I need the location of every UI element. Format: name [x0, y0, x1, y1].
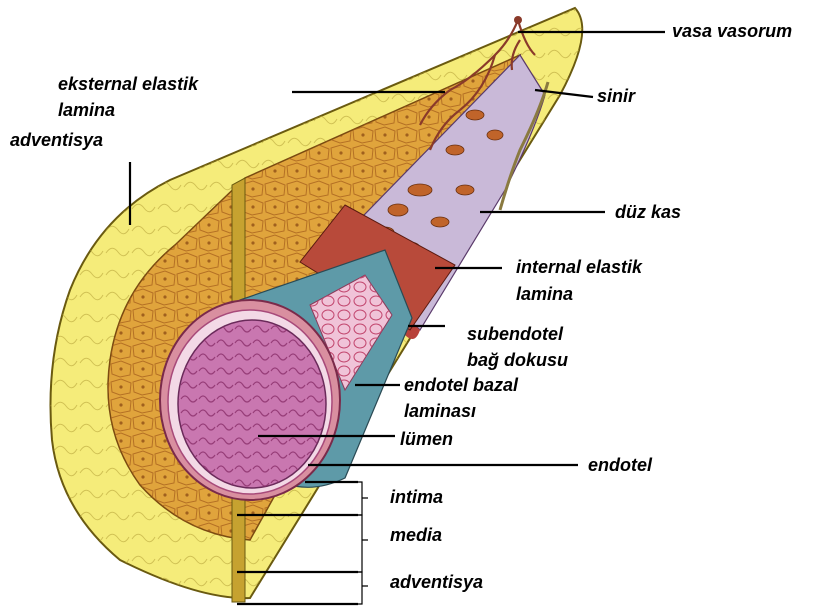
- label-endotel-bazal-2: laminası: [404, 400, 476, 423]
- label-internal-elastik-lamina-1: internal elastik: [516, 256, 642, 279]
- label-media: media: [390, 524, 442, 547]
- label-eksternal-elastik-lamina-1: eksternal elastik: [58, 73, 198, 96]
- label-intima: intima: [390, 486, 443, 509]
- label-sinir: sinir: [597, 85, 635, 108]
- label-adventisya-bottom: adventisya: [390, 571, 483, 594]
- label-eksternal-elastik-lamina-2: lamina: [58, 99, 115, 122]
- label-adventisya-top: adventisya: [10, 129, 103, 152]
- layer-brackets: [358, 482, 368, 604]
- label-vasa-vasorum: vasa vasorum: [672, 20, 792, 43]
- label-lumen: lümen: [400, 428, 453, 451]
- label-subendotel-2: bağ dokusu: [467, 349, 568, 372]
- label-subendotel-1: subendotel: [467, 323, 563, 346]
- label-endotel-bazal-1: endotel bazal: [404, 374, 518, 397]
- label-endotel: endotel: [588, 454, 652, 477]
- label-duz-kas: düz kas: [615, 201, 681, 224]
- label-internal-elastik-lamina-2: lamina: [516, 283, 573, 306]
